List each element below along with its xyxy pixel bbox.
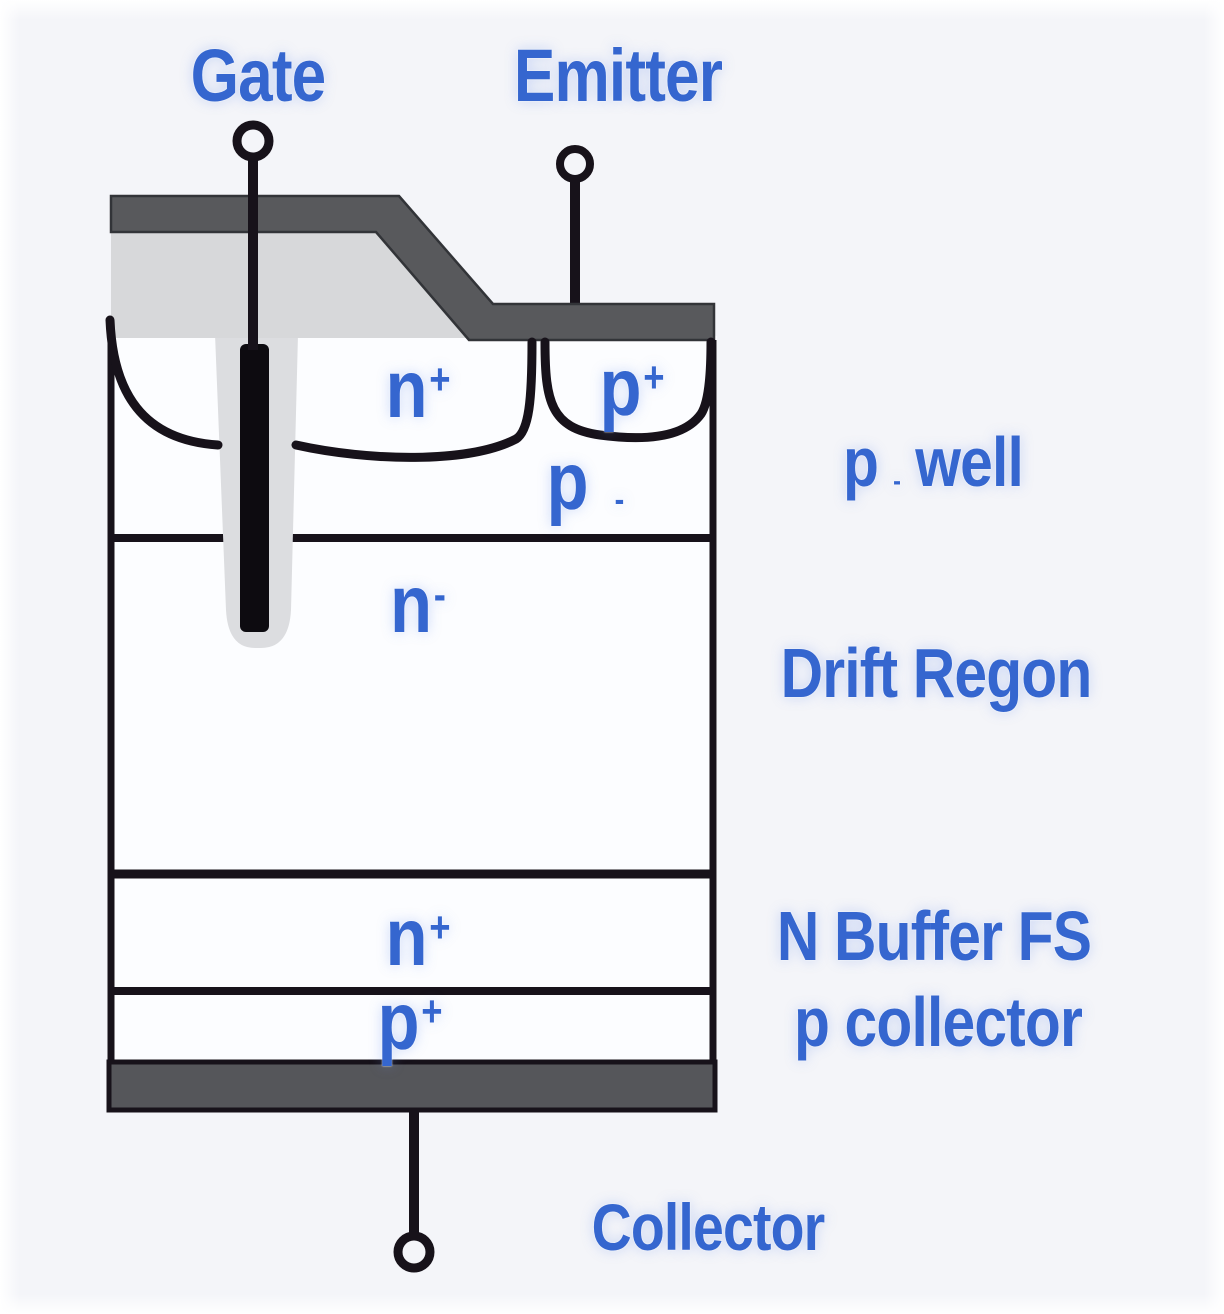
emitter-label-text: Emitter [513,34,723,117]
n-buffer-base: n [385,892,427,983]
n-source-boundary-curve [291,337,537,462]
p-collector-region-label: p+ [377,981,442,1063]
p-well-annotation-p: p [842,423,879,501]
p-contact-base: p [599,342,641,433]
gate-wire [248,157,258,350]
p-well-dash: - [614,480,625,519]
collector-metal-layer [106,1059,718,1113]
collector-label: Collector [592,1194,826,1260]
n-source-region-label: n+ [385,349,450,431]
p-contact-sup: + [643,354,665,403]
n-drift-region-label: n- [390,564,446,646]
emitter-terminal-circle [556,145,594,183]
p-well-region-label: p- [547,441,625,523]
p-collector-text: p collector [793,983,1083,1061]
n-buffer-region-label: n+ [385,897,450,979]
emitter-label: Emitter [514,39,723,113]
p-collector-annotation: p collector [794,987,1083,1057]
n-drift-base: n [390,559,432,650]
n-source-sup: + [429,356,451,405]
p-collector-sup: + [421,988,443,1037]
drift-region-annotation: Drift Regon [781,638,1093,708]
gate-label: Gate [191,39,327,113]
gate-oxide-layer [111,232,470,338]
p-contact-region-label: p+ [599,347,664,429]
left-well-boundary-curve [105,315,223,450]
collector-label-text: Collector [591,1190,826,1264]
p-collector-base: p [377,976,419,1067]
n-buffer-fs-annotation: N Buffer FS [777,901,1092,971]
p-contact-boundary-curve [540,337,716,443]
emitter-wire [570,181,580,309]
drift-region-text: Drift Regon [780,634,1093,712]
n-source-base: n [385,344,427,435]
p-well-base: p [546,436,589,527]
p-well-annotation-well: well [915,423,1024,501]
n-buffer-sup: + [429,904,451,953]
gate-electrode [240,344,269,632]
p-well-annotation-dash: - [893,464,901,496]
n-drift-sup: - [433,571,446,620]
gate-terminal-circle [232,120,274,162]
collector-terminal-circle [393,1231,435,1273]
gate-label-text: Gate [190,34,327,117]
n-buffer-fs-text: N Buffer FS [776,897,1092,975]
p-well-annotation: p-well [843,427,1024,497]
collector-wire [409,1108,419,1235]
